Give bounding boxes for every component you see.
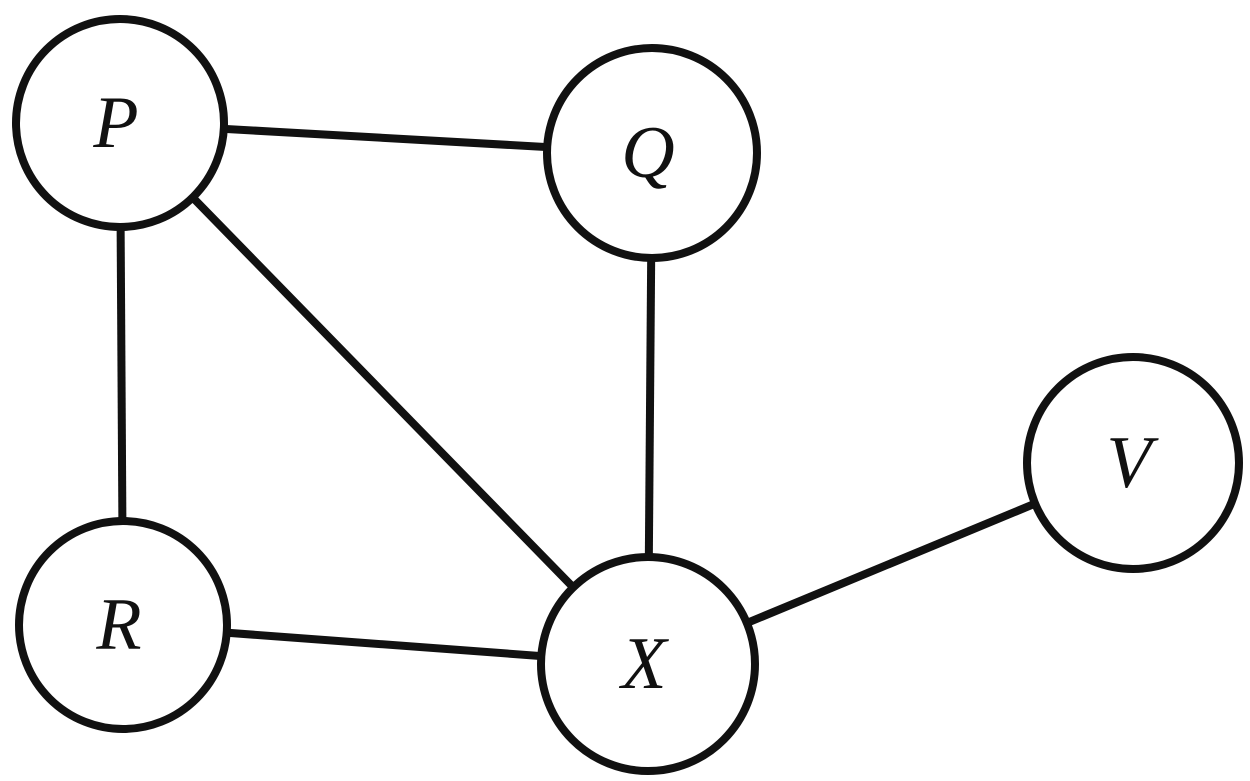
node-q: Q xyxy=(543,44,761,262)
node-label: P xyxy=(92,82,138,164)
node-label: R xyxy=(95,584,141,666)
node-r: R xyxy=(15,517,231,733)
node-circle xyxy=(537,553,759,775)
node-circle xyxy=(12,15,228,231)
node-circle xyxy=(1023,353,1243,573)
node-label: V xyxy=(1106,422,1159,504)
edge-p-x xyxy=(117,120,651,667)
node-p: P xyxy=(12,15,228,231)
node-circle xyxy=(543,44,761,262)
node-circle xyxy=(15,517,231,733)
node-v: V xyxy=(1023,353,1243,573)
node-x: X xyxy=(537,553,759,775)
node-label: Q xyxy=(621,112,674,194)
nodes: P Q R X V xyxy=(12,15,1243,775)
node-label: X xyxy=(618,623,669,705)
